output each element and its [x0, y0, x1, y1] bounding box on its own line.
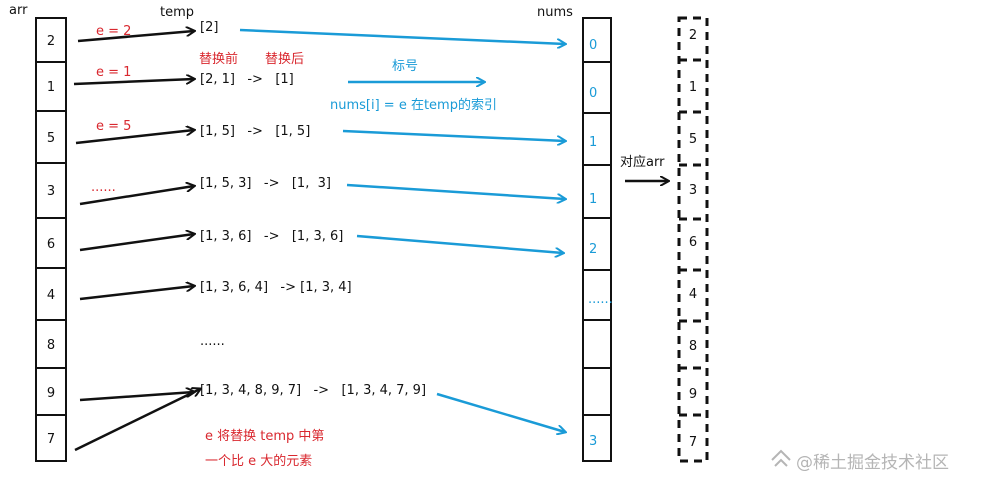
arr-cell: 7 — [47, 432, 55, 447]
arr-header: arr — [9, 3, 28, 18]
correspond-label: 对应arr — [620, 154, 665, 170]
arrow-black — [75, 130, 194, 145]
temp-row: [1, 5, 3] -> [1, 3] — [200, 176, 331, 191]
mark-description: nums[i] = e 在temp的索引 — [330, 97, 497, 113]
nums-cell: ...... — [588, 292, 613, 307]
arr-cell: 9 — [47, 386, 55, 401]
watermark: @稀土掘金技术社区 — [771, 449, 949, 473]
arrow-black — [79, 186, 194, 206]
arr-mapped-cell: 3 — [689, 183, 697, 198]
note-line: 一个比 e 大的元素 — [205, 453, 312, 469]
nums-column: 0 0 1 1 2 ...... 3 — [582, 17, 613, 462]
arr-mapped-cell: 2 — [689, 28, 697, 43]
nums-cell: 3 — [589, 434, 597, 449]
arrow-blue — [356, 234, 563, 253]
arr-mapped-cell: 9 — [689, 387, 697, 402]
nums-cell: 2 — [589, 242, 597, 257]
arr-mapped-cell: 5 — [689, 132, 697, 147]
e-label: e = 5 — [96, 119, 131, 134]
temp-header: temp — [160, 5, 194, 20]
watermark-logo-icon — [771, 449, 791, 467]
arr-cell: 2 — [47, 34, 55, 49]
temp-row: [1, 3, 4, 8, 9, 7] -> [1, 3, 4, 7, 9] — [200, 383, 426, 398]
arrow-black — [79, 286, 194, 301]
arrow-blue — [436, 392, 565, 432]
arr-cell: 3 — [47, 184, 55, 199]
temp-row: [1, 3, 6, 4] -> [1, 3, 4] — [200, 280, 352, 295]
before-label: 替换前 — [199, 51, 238, 67]
nums-cell: 0 — [589, 38, 597, 53]
arr-mapped-cell: 6 — [689, 235, 697, 250]
arrow-black — [73, 79, 194, 86]
arr-to-temp-arrows — [73, 31, 200, 452]
arr-mapped-cell: 8 — [689, 339, 697, 354]
watermark-text: @稀土掘金技术社区 — [796, 453, 949, 473]
arr-column: 2 1 5 3 6 4 8 9 7 — [35, 17, 67, 462]
note-line: e 将替换 temp 中第 — [205, 429, 324, 444]
temp-row: [2, 1] -> [1] — [200, 72, 294, 87]
arr-cell: 8 — [47, 338, 55, 353]
nums-header: nums — [537, 5, 573, 20]
e-label: ...... — [91, 180, 116, 195]
arr-mapped-cell: 1 — [689, 80, 697, 95]
temp-row: [1, 5] -> [1, 5] — [200, 124, 310, 139]
arrow-black — [77, 31, 194, 43]
arrow-black — [74, 389, 200, 452]
arr-mapped-cell: 4 — [689, 287, 697, 302]
temp-row: [2] — [200, 20, 218, 35]
arr-cell: 4 — [47, 288, 55, 303]
temp-row: [1, 3, 6] -> [1, 3, 6] — [200, 229, 343, 244]
arr-cell: 5 — [47, 131, 55, 146]
temp-ellipsis: ...... — [200, 334, 225, 349]
nums-cell: 1 — [589, 135, 597, 150]
nums-cell: 0 — [589, 86, 597, 101]
e-label: e = 2 — [96, 24, 131, 39]
arrow-black — [79, 234, 194, 252]
after-label: 替换后 — [265, 52, 304, 67]
arr-cell: 1 — [47, 80, 55, 95]
temp-to-nums-arrows — [239, 28, 565, 432]
mark-label: 标号 — [392, 59, 418, 74]
arrow-blue — [239, 28, 565, 44]
nums-cell: 1 — [589, 192, 597, 207]
arr-mapped-cell: 7 — [689, 435, 697, 450]
e-label: e = 1 — [96, 65, 131, 80]
arrow-blue — [346, 183, 565, 199]
arr-mapped-column — [677, 16, 709, 463]
arr-cell: 6 — [47, 237, 55, 252]
arrow-blue — [342, 129, 565, 141]
arrow-black — [79, 392, 194, 402]
